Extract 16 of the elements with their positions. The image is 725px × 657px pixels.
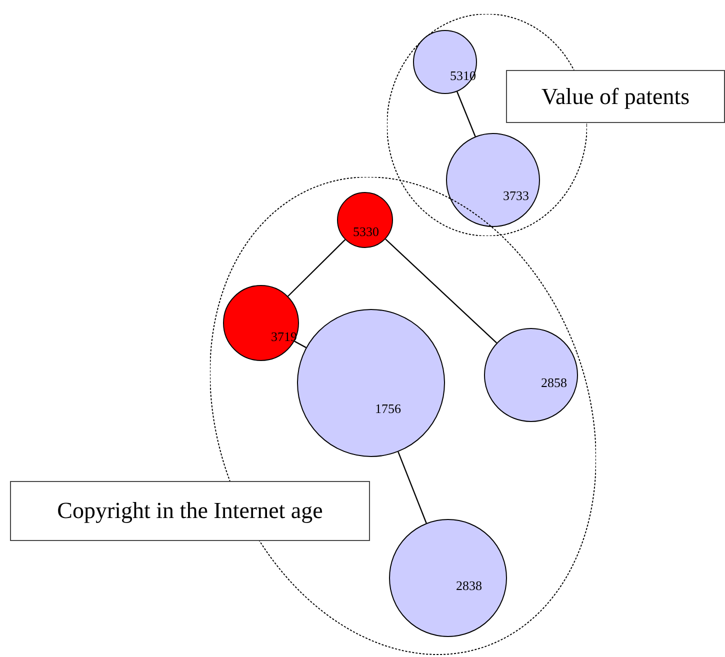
title-box	[506, 70, 725, 123]
connector-line	[385, 238, 498, 344]
node-number: 1756	[374, 400, 401, 417]
topic-circle	[336, 192, 393, 248]
connector-line	[294, 340, 306, 348]
connector-line	[398, 452, 427, 524]
title-box	[10, 481, 370, 541]
connector-line	[288, 239, 346, 297]
node-number: 5330	[352, 224, 379, 240]
group-title: Copyright in the Internet age	[57, 498, 323, 524]
node-number: 2838	[456, 578, 482, 594]
connector-line	[456, 91, 476, 137]
node-number: 3733	[503, 188, 529, 204]
group-title: Value of patents	[541, 84, 690, 110]
node-number: 2858	[540, 374, 567, 391]
node-number: 3719	[270, 328, 297, 345]
